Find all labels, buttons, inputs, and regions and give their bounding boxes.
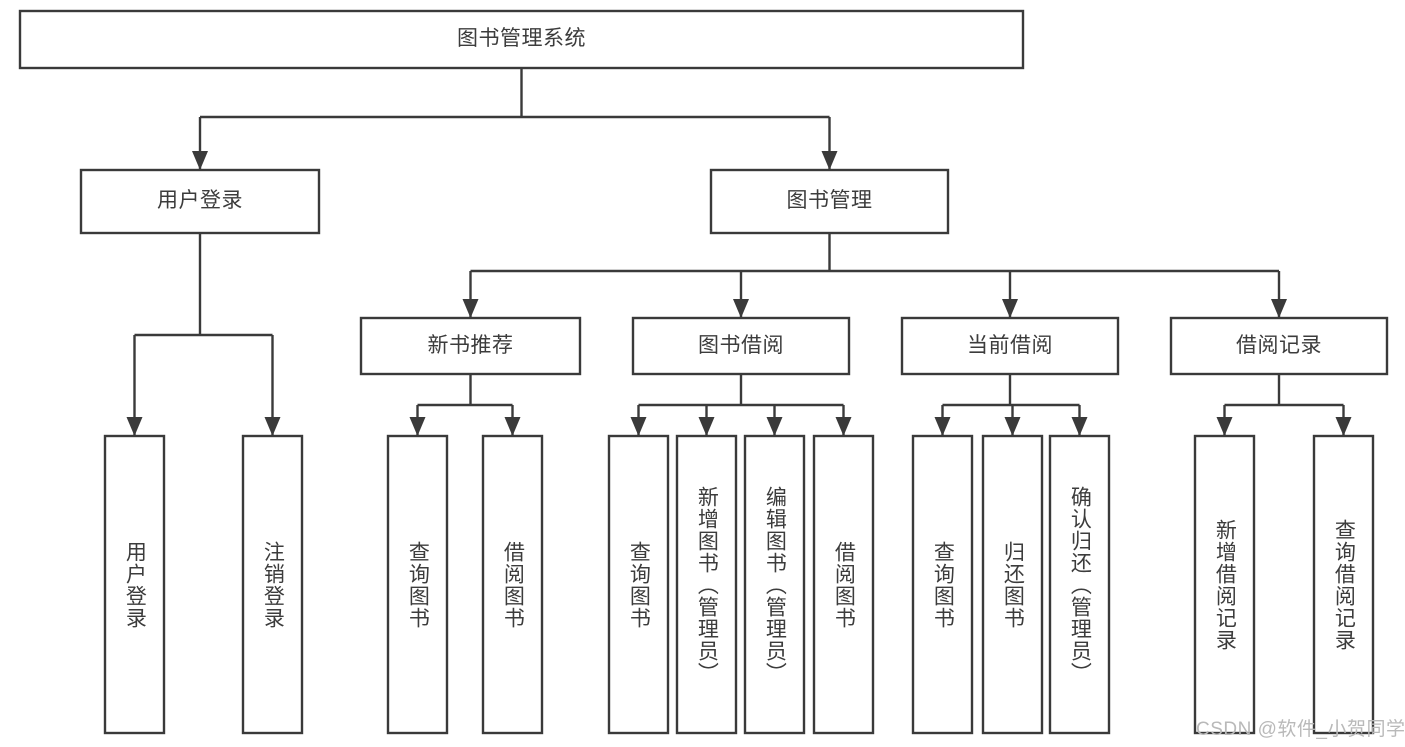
arrow-head-icon-leaf-user-logout — [264, 417, 281, 436]
arrow-head-icon-leaf-query-book-new — [409, 417, 426, 436]
arrow-head-icon-leaf-query-book-borrow — [630, 417, 647, 436]
node-box-leaf-add-record[interactable] — [1193, 434, 1256, 735]
arrow-head-icon-leaf-add-book-admin — [698, 417, 715, 436]
node-box-book-borrow[interactable] — [631, 316, 851, 376]
node-box-root[interactable] — [18, 9, 1025, 70]
node-box-leaf-borrow-book[interactable] — [812, 434, 875, 735]
node-box-leaf-query-book-borrow[interactable] — [607, 434, 670, 735]
arrow-head-icon-current-borrow — [1002, 299, 1018, 318]
arrow-head-icon-book-management — [821, 151, 838, 170]
arrow-head-icon-leaf-query-record — [1335, 417, 1352, 436]
node-box-book-management[interactable] — [709, 168, 950, 235]
arrow-head-icon-user-login — [192, 151, 208, 170]
node-box-user-login[interactable] — [79, 168, 321, 235]
node-box-new-book-recommend[interactable] — [359, 316, 582, 376]
arrow-head-icon-leaf-return-book — [1004, 417, 1021, 436]
arrow-head-icon-leaf-user-login — [126, 417, 143, 436]
arrow-head-icon-leaf-add-record — [1216, 417, 1233, 436]
connector-layer — [126, 68, 1352, 436]
node-box-leaf-borrow-book-new[interactable] — [481, 434, 544, 735]
arrow-head-icon-book-borrow — [733, 299, 749, 318]
arrow-head-icon-leaf-confirm-return — [1071, 417, 1088, 436]
arrow-head-icon-leaf-borrow-book — [835, 417, 852, 436]
node-box-leaf-add-book-admin[interactable] — [675, 434, 738, 735]
node-box-leaf-query-book-cur[interactable] — [911, 434, 974, 735]
node-box-current-borrow[interactable] — [900, 316, 1120, 376]
node-box-leaf-return-book[interactable] — [981, 434, 1044, 735]
node-box-borrow-record[interactable] — [1169, 316, 1389, 376]
node-box-leaf-user-logout[interactable] — [241, 434, 304, 735]
node-box-leaf-confirm-return[interactable] — [1048, 434, 1111, 735]
arrow-head-icon-leaf-borrow-book-new — [504, 417, 521, 436]
box-layer — [18, 9, 1389, 735]
arrow-head-icon-new-book-recommend — [462, 299, 479, 318]
node-box-leaf-user-login[interactable] — [103, 434, 166, 735]
node-box-leaf-query-record[interactable] — [1312, 434, 1375, 735]
node-box-leaf-query-book-new[interactable] — [386, 434, 449, 735]
arrow-head-icon-borrow-record — [1271, 299, 1287, 318]
arrow-head-icon-leaf-query-book-cur — [934, 417, 951, 436]
node-box-leaf-edit-book-admin[interactable] — [743, 434, 806, 735]
arrow-head-icon-leaf-edit-book-admin — [766, 417, 783, 436]
